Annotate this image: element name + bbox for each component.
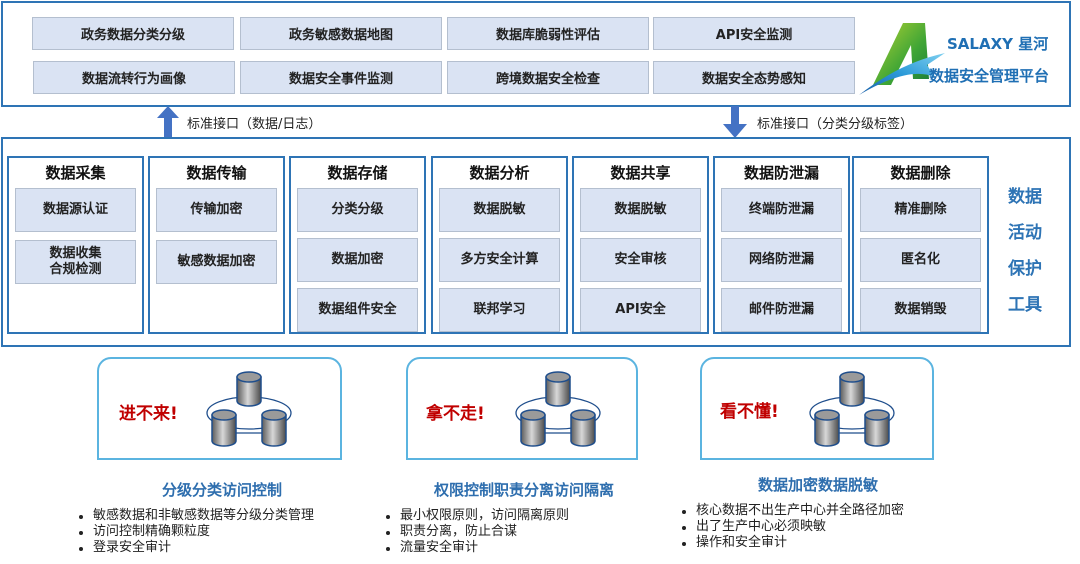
tool-endpoint-dlp[interactable]: 终端防泄漏 (721, 188, 842, 232)
side-label-line: 数据 (1008, 187, 1042, 207)
principle-bullets: 最小权限原则，访问隔离原则 职责分离，防止合谋 流量安全审计 (384, 508, 569, 556)
principle-card: 进不来! (97, 357, 342, 460)
bullet-item: 核心数据不出生产中心并全路径加密 (680, 503, 904, 519)
principle-bullets: 核心数据不出生产中心并全路径加密 出了生产中心必须映敏 操作和安全审计 (680, 503, 904, 551)
database-cluster-icon (513, 369, 603, 451)
bullet-item: 出了生产中心必须映敏 (680, 519, 904, 535)
tool-collection-compliance-check[interactable]: 数据收集 合规检测 (15, 240, 136, 284)
database-cylinder (814, 409, 840, 447)
tool-anonymization[interactable]: 匿名化 (860, 238, 981, 282)
stage-data-storage: 数据存储 分类分级 数据加密 数据组件安全 (289, 156, 426, 334)
slogan: 看不懂! (720, 402, 779, 422)
tool-data-masking[interactable]: 数据脱敏 (580, 188, 701, 232)
interface-up: 标准接口（数据/日志） (157, 106, 321, 138)
stage-data-collection: 数据采集 数据源认证 数据收集 合规检测 (7, 156, 144, 334)
database-cylinder (864, 409, 890, 447)
tool-classification[interactable]: 分类分级 (297, 188, 418, 232)
principle-title: 分级分类访问控制 (161, 481, 282, 499)
function-data-flow-profile[interactable]: 数据流转行为画像 (33, 61, 235, 94)
side-label-protection-tools: 数据 活动 保护 工具 (1003, 179, 1047, 323)
database-cylinder (520, 409, 546, 447)
tool-api-security[interactable]: API安全 (580, 288, 701, 332)
bullet-item: 操作和安全审计 (680, 535, 904, 551)
stage-data-analysis: 数据分析 数据脱敏 多方安全计算 联邦学习 (431, 156, 568, 334)
stage-data-deletion: 数据删除 精准删除 匿名化 数据销毁 (852, 156, 989, 334)
database-cylinder (261, 409, 287, 447)
tool-data-destruction[interactable]: 数据销毁 (860, 288, 981, 332)
function-api-security-monitoring[interactable]: API安全监测 (653, 17, 855, 50)
side-label-line: 保护 (1008, 259, 1042, 279)
function-db-vulnerability-assessment[interactable]: 数据库脆弱性评估 (447, 17, 649, 50)
tool-data-encryption[interactable]: 数据加密 (297, 238, 418, 282)
logo-subtitle-text: 数据安全管理平台 (929, 67, 1050, 85)
database-cylinder (839, 371, 865, 407)
principle-permission-separation: 拿不走! 权限控制职责分离访问隔离 最小权限原则，访问隔离原则 职责分离，防止合… (386, 357, 656, 564)
stage-title: 数据删除 (890, 164, 951, 182)
principle-card: 看不懂! (700, 357, 934, 460)
stage-title: 数据采集 (45, 164, 106, 182)
function-cross-border-check[interactable]: 跨境数据安全检查 (447, 61, 649, 94)
stage-data-transmission: 数据传输 传输加密 敏感数据加密 (148, 156, 285, 334)
stage-title: 数据分析 (469, 164, 530, 182)
tool-email-dlp[interactable]: 邮件防泄漏 (721, 288, 842, 332)
database-cylinder (545, 371, 571, 407)
tool-sensitive-data-encryption[interactable]: 敏感数据加密 (156, 240, 277, 284)
function-gov-sensitive-data-map[interactable]: 政务敏感数据地图 (240, 17, 442, 50)
arrow-down-icon (723, 106, 747, 138)
principle-encryption-masking: 看不懂! 数据加密数据脱敏 核心数据不出生产中心并全路径加密 出了生产中心必须映… (682, 357, 950, 564)
bullet-item: 流量安全审计 (384, 540, 569, 556)
principle-title: 数据加密数据脱敏 (757, 476, 878, 494)
stage-title: 数据传输 (186, 164, 247, 182)
stage-data-leak-prevention: 数据防泄漏 终端防泄漏 网络防泄漏 邮件防泄漏 (713, 156, 850, 334)
database-cylinder (570, 409, 596, 447)
database-cluster-icon (807, 369, 897, 451)
side-label-line: 工具 (1008, 295, 1042, 315)
tool-data-masking[interactable]: 数据脱敏 (439, 188, 560, 232)
database-cylinder (211, 409, 237, 447)
stage-data-sharing: 数据共享 数据脱敏 安全审核 API安全 (572, 156, 709, 334)
tool-security-review[interactable]: 安全审核 (580, 238, 701, 282)
slogan: 拿不走! (426, 404, 485, 424)
function-gov-data-classification[interactable]: 政务数据分类分级 (32, 17, 234, 50)
data-activity-protection-tools-panel: 数据采集 数据源认证 数据收集 合规检测 数据传输 传输加密 敏感数据加密 数据… (1, 137, 1071, 347)
principle-bullets: 敏感数据和非敏感数据等分级分类管理 访问控制精确颗粒度 登录安全审计 (77, 508, 314, 556)
interface-down-label: 标准接口（分类分级标签） (757, 116, 914, 132)
function-security-situation-awareness[interactable]: 数据安全态势感知 (653, 61, 855, 94)
stylized-a-logo-icon (859, 23, 945, 95)
principle-card: 拿不走! (406, 357, 638, 460)
tool-precise-deletion[interactable]: 精准删除 (860, 188, 981, 232)
tool-network-dlp[interactable]: 网络防泄漏 (721, 238, 842, 282)
tool-transmission-encryption[interactable]: 传输加密 (156, 188, 277, 232)
security-management-platform-panel: 政务数据分类分级 政务敏感数据地图 数据库脆弱性评估 API安全监测 数据流转行… (1, 1, 1071, 107)
logo-brand-text: SALAXY 星河 (947, 35, 1049, 53)
bullet-item: 访问控制精确颗粒度 (77, 524, 314, 540)
function-security-event-monitoring[interactable]: 数据安全事件监测 (240, 61, 442, 94)
tool-source-authentication[interactable]: 数据源认证 (15, 188, 136, 232)
bullet-item: 登录安全审计 (77, 540, 314, 556)
interface-down: 标准接口（分类分级标签） (723, 106, 913, 138)
side-label-line: 活动 (1008, 223, 1042, 243)
salaxy-logo: SALAXY 星河 数据安全管理平台 (855, 19, 1070, 99)
tool-federated-learning[interactable]: 联邦学习 (439, 288, 560, 332)
arrow-up-icon (157, 106, 179, 138)
tool-component-security[interactable]: 数据组件安全 (297, 288, 418, 332)
bullet-item: 最小权限原则，访问隔离原则 (384, 508, 569, 524)
database-cylinder (236, 371, 262, 407)
principle-title: 权限控制职责分离访问隔离 (433, 481, 614, 499)
stage-title: 数据共享 (610, 164, 671, 182)
database-cluster-icon (204, 369, 294, 451)
principle-access-control: 进不来! 分级分类访问控制 敏感数据和非敏感数据等分级分类管理 访问控制精确颗粒… (79, 357, 347, 564)
slogan: 进不来! (119, 404, 178, 424)
tool-multiparty-computation[interactable]: 多方安全计算 (439, 238, 560, 282)
interface-up-label: 标准接口（数据/日志） (187, 116, 322, 132)
bullet-item: 敏感数据和非敏感数据等分级分类管理 (77, 508, 314, 524)
stage-title: 数据存储 (327, 164, 388, 182)
bullet-item: 职责分离，防止合谋 (384, 524, 569, 540)
stage-title: 数据防泄漏 (743, 164, 819, 182)
